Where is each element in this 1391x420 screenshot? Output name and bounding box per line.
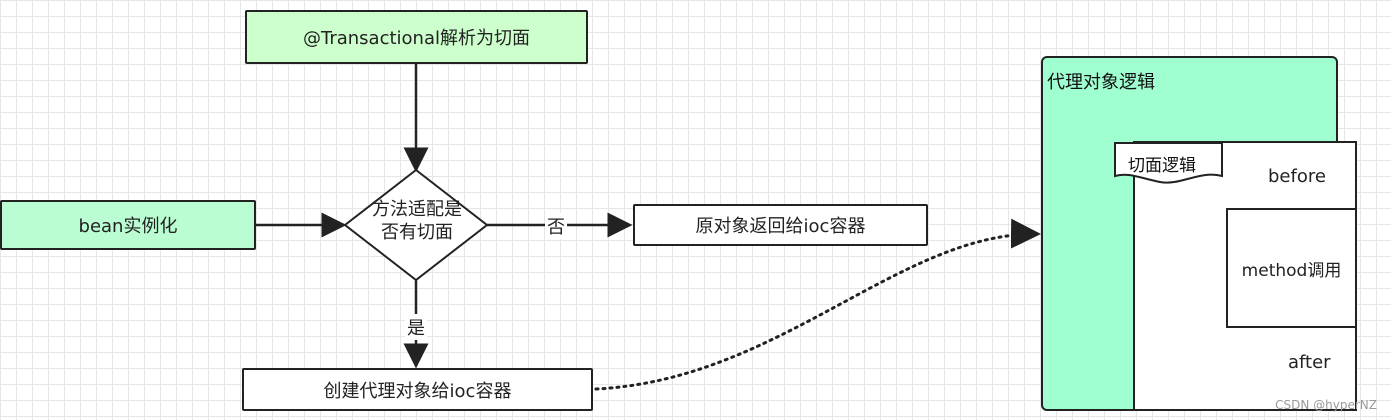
transactional-node-label: @Transactional解析为切面 [302,28,530,49]
edge-label-no: 否 [545,213,567,239]
before-label: before [1268,166,1326,187]
transactional-node: @Transactional解析为切面 [245,10,588,64]
return-original-node: 原对象返回给ioc容器 [633,204,928,246]
edge-proxy-to-panel [594,218,1041,391]
bean-instantiation-node: bean实例化 [0,200,256,250]
edge-label-yes: 是 [405,314,427,340]
return-original-label: 原对象返回给ioc容器 [695,216,866,237]
create-proxy-label: 创建代理对象给ioc容器 [323,380,512,402]
decision-label-line2: 否有切面 [381,222,453,243]
proxy-logic-title: 代理对象逻辑 [1047,72,1155,93]
aspect-note-shape [1114,142,1223,184]
decision-label-line1: 方法适配是 [372,199,462,220]
create-proxy-node: 创建代理对象给ioc容器 [242,368,593,411]
aspect-note-label: 切面逻辑 [1128,156,1196,176]
method-call-box: method调用 [1226,208,1357,328]
after-label: after [1288,352,1331,373]
watermark: CSDN @hyperNZ [1275,398,1377,412]
method-call-label: method调用 [1241,260,1342,281]
decision-diamond [343,168,489,282]
decision-label: 方法适配是 否有切面 [348,198,486,244]
bean-instantiation-label: bean实例化 [78,216,178,237]
